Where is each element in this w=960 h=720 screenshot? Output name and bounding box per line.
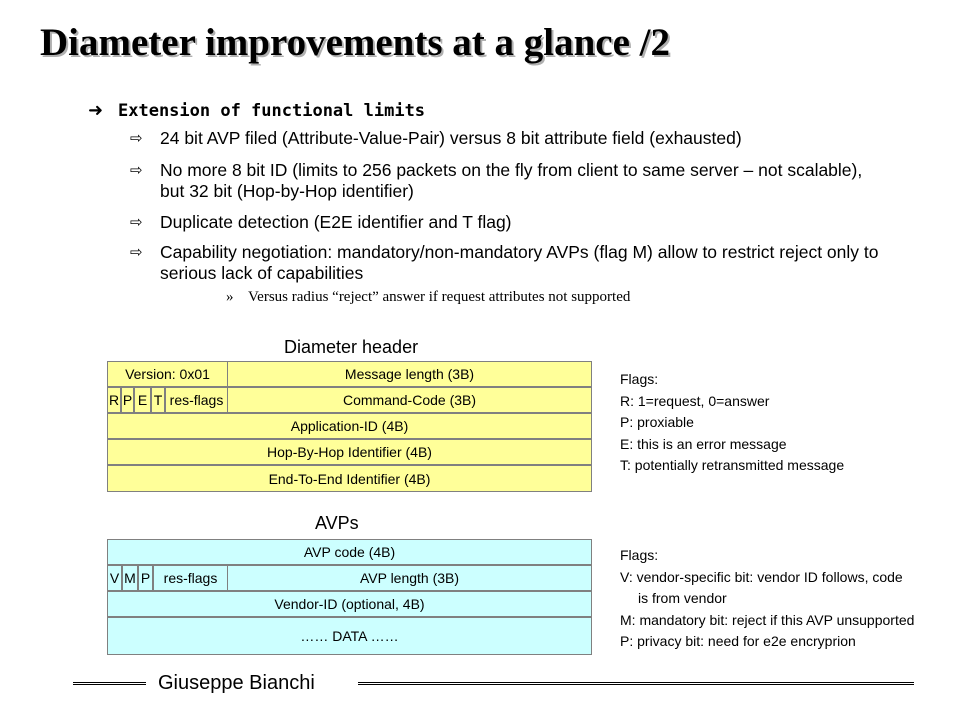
flags-note-line: V: vendor-specific bit: vendor ID follow… — [620, 568, 903, 585]
footer-author: Giuseppe Bianchi — [158, 672, 315, 694]
flag-t: T — [151, 387, 165, 413]
flags-note-title: Flags: — [620, 547, 659, 563]
version-field: Version: 0x01 — [107, 361, 228, 387]
flag-v: V — [107, 565, 122, 591]
flags-note-title: Flags: — [620, 371, 659, 387]
flag-m: M — [122, 565, 138, 591]
avp-res-flags: res-flags — [153, 565, 228, 591]
hollow-arrow-icon: ⇨ — [130, 129, 143, 147]
flags-note-line: P: proxiable — [620, 414, 694, 430]
hollow-arrow-icon: ⇨ — [130, 161, 143, 179]
flags-note-line: T: potentially retransmitted message — [620, 457, 845, 473]
hollow-arrow-icon: ⇨ — [130, 213, 143, 231]
header-flags-note: Flags: R: 1=request, 0=answer P: proxiab… — [620, 369, 844, 477]
hop-by-hop-field: Hop-By-Hop Identifier (4B) — [107, 439, 592, 465]
sub-bullet-text: 24 bit AVP filed (Attribute-Value-Pair) … — [160, 128, 742, 148]
sub-sub-bullet: » Versus radius “reject” answer if reques… — [226, 289, 630, 306]
data-field: …… DATA …… — [107, 617, 592, 655]
slide-title: Diameter improvements at a glance /2 — [40, 21, 670, 64]
application-id-field: Application-ID (4B) — [107, 413, 592, 439]
command-code-field: Command-Code (3B) — [227, 387, 592, 413]
flags-note-line: R: 1=request, 0=answer — [620, 392, 770, 409]
diameter-header-label: Diameter header — [284, 337, 419, 357]
avp-flags-note: Flags: V: vendor-specific bit: vendor ID… — [620, 545, 914, 653]
flag-p: P — [121, 387, 134, 413]
footer-rule-right — [358, 682, 914, 685]
main-bullet: ➜ Extension of functional limits — [88, 100, 425, 121]
sub-sub-bullet-text: Versus radius “reject” answer if request… — [248, 289, 631, 305]
flags-note-line: P: privacy bit: need for e2e encryprion — [620, 633, 856, 649]
avp-code-field: AVP code (4B) — [107, 539, 592, 565]
sub-bullet-text: No more 8 bit ID (limits to 256 packets … — [160, 160, 863, 201]
sub-bullet-text: Capability negotiation: mandatory/non-ma… — [160, 242, 879, 283]
main-bullet-text: Extension of functional limits — [118, 101, 426, 121]
avps-label: AVPs — [315, 513, 359, 533]
sub-bullet-text: Duplicate detection (E2E identifier and … — [160, 212, 512, 232]
header-res-flags: res-flags — [165, 387, 228, 413]
flag-e: E — [134, 387, 151, 413]
sub-bullet-4: ⇨ Capability negotiation: mandatory/non-… — [130, 242, 880, 284]
end-to-end-field: End-To-End Identifier (4B) — [107, 465, 592, 492]
flag-p: P — [138, 565, 153, 591]
sub-bullet-2: ⇨ No more 8 bit ID (limits to 256 packet… — [130, 160, 880, 202]
footer-rule-left — [73, 682, 146, 685]
flags-note-line: is from vendor — [638, 590, 727, 606]
flag-r: R — [107, 387, 121, 413]
sub-bullet-1: ⇨ 24 bit AVP filed (Attribute-Value-Pair… — [130, 128, 880, 149]
hollow-arrow-icon: ⇨ — [130, 243, 143, 261]
flags-note-line: E: this is an error message — [620, 435, 787, 452]
message-length-field: Message length (3B) — [227, 361, 592, 387]
sub-bullet-3: ⇨ Duplicate detection (E2E identifier an… — [130, 212, 880, 233]
arrow-right-icon: ➜ — [88, 100, 104, 121]
flags-note-line: M: mandatory bit: reject if this AVP uns… — [620, 611, 915, 628]
vendor-id-field: Vendor-ID (optional, 4B) — [107, 591, 592, 617]
avp-length-field: AVP length (3B) — [227, 565, 592, 591]
sub-sub-bullet-marker: » — [226, 289, 234, 305]
